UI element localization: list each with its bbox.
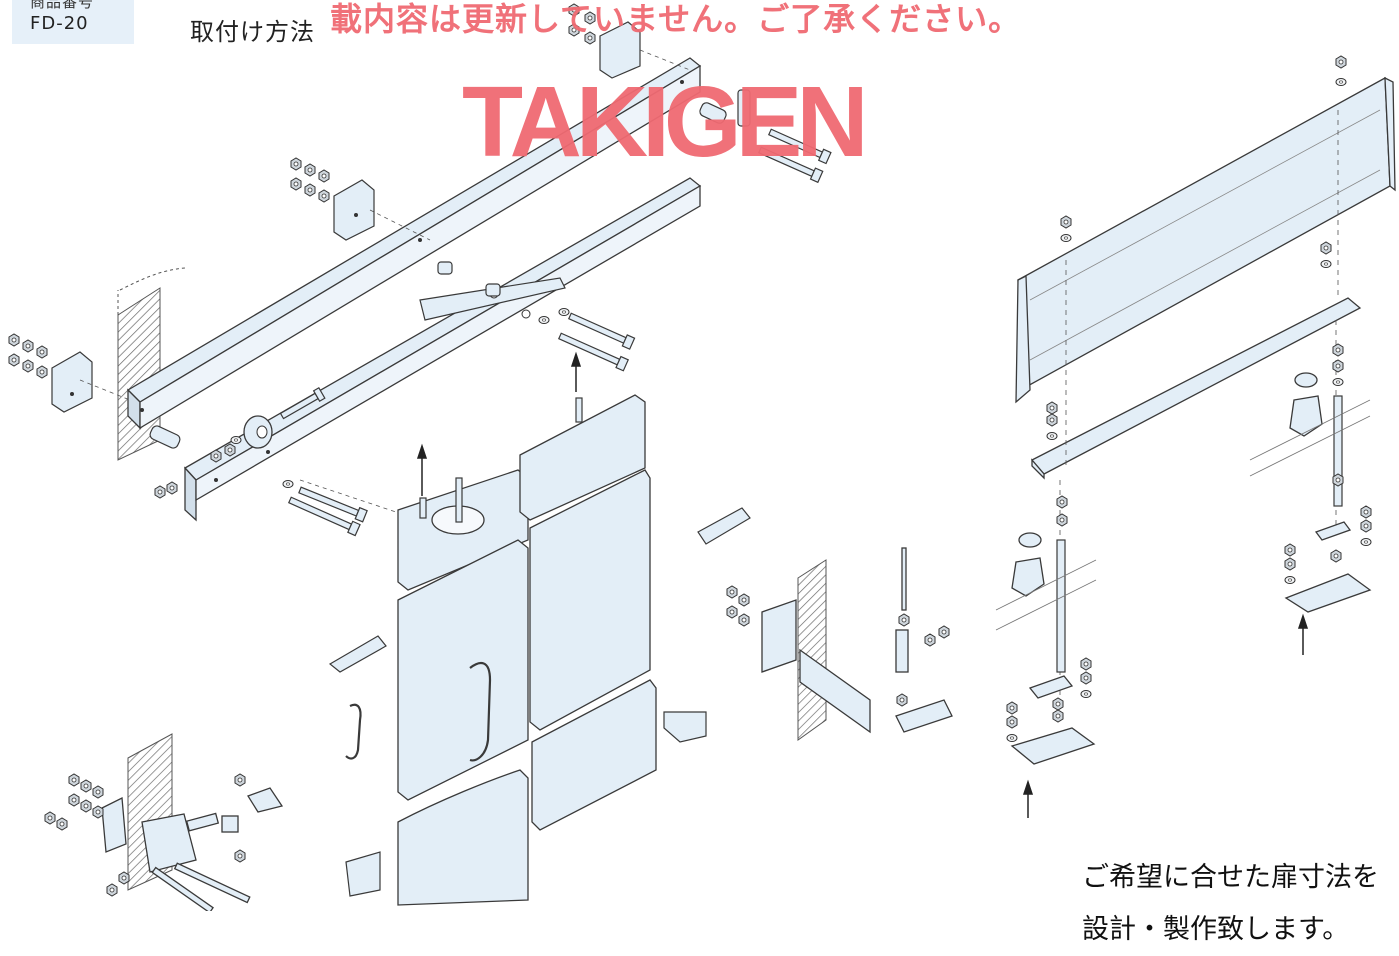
door-panel-right [519, 394, 657, 831]
mid-wall [797, 559, 827, 741]
door-handle-icon [345, 661, 492, 762]
footer-note: ご希望に合せた扉寸法を 設計・製作致します。 [1082, 852, 1399, 956]
installation-diagram [8, 3, 1396, 911]
wall-plate-left [51, 351, 93, 413]
roller-hanger-icon [243, 415, 273, 449]
watermark-logo: TAKIGEN [462, 66, 869, 178]
floor-guide-right [1010, 521, 1372, 765]
wall-plate-top [599, 21, 641, 79]
guide-bracket-icon [328, 507, 751, 897]
spacer-icon [149, 89, 751, 449]
door-panel-left [397, 469, 529, 906]
support-plate [1030, 297, 1362, 480]
roller-hanger-icon [1011, 372, 1323, 597]
wall-plate-middle [333, 179, 375, 241]
product-code: FD-20 [30, 13, 89, 34]
page-title: 取付け方法 [190, 18, 315, 46]
bolt-icon [279, 128, 832, 537]
footer-line-2: 設計・製作致します。 [1082, 914, 1350, 945]
overhead-channel-lines [1029, 109, 1381, 361]
upper-rail [126, 57, 702, 430]
threaded-rod-icon [1056, 395, 1343, 673]
lower-left-bracket [101, 787, 284, 911]
watermark-notice: 載内容は更新していません。ご了承ください。 [330, 0, 1022, 38]
product-number-label: 商品番号 [30, 0, 95, 11]
threaded-rod-icon [419, 397, 583, 523]
product-number-box: 商品番号 FD-20 [12, 0, 134, 44]
arrow-up-icon [416, 351, 1309, 818]
footer-line-1: ご希望に合せた扉寸法を [1082, 862, 1379, 893]
floor-lines [995, 399, 1371, 631]
floor-bracket [761, 547, 953, 734]
